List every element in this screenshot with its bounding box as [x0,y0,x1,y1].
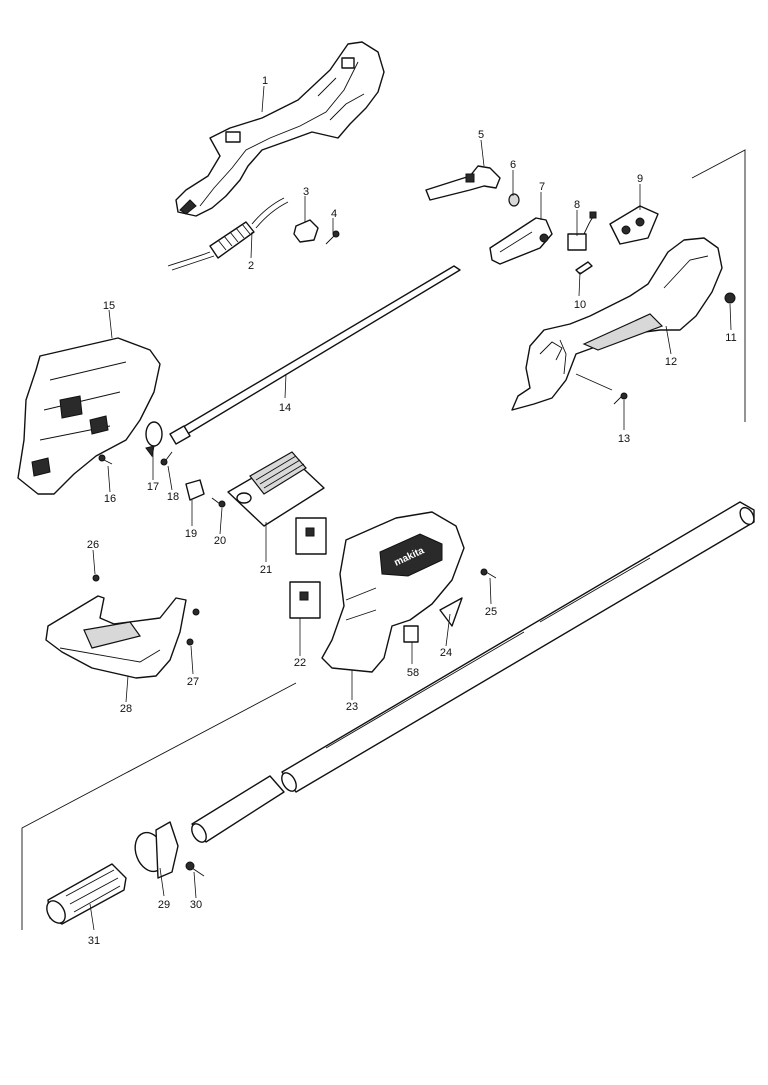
controller-board [227,451,325,527]
callout-label: 4 [331,208,337,220]
switch-lever [489,217,553,265]
button-pad [609,205,659,245]
callout-label: 26 [87,539,99,551]
pole-tube [281,501,755,793]
screw-27 [186,608,200,646]
screw-18 [160,451,173,466]
callout-label: 17 [147,481,159,493]
screw-16 [98,454,113,465]
screw-25 [480,568,497,579]
callout-label: 8 [574,199,580,211]
spring [508,193,520,207]
clamp [134,821,179,879]
callout-label: 20 [214,535,226,547]
callout-label: 28 [120,703,132,715]
callout-label: 1 [262,75,268,87]
callout-label: 5 [478,129,484,141]
callout-label: 10 [574,299,586,311]
drive-shaft [169,265,461,445]
callout-label: 2 [248,260,254,272]
battery-housing: makita [321,511,465,673]
callout-label: 29 [158,899,170,911]
callout-label: 23 [346,701,358,713]
label-plate [439,597,463,627]
callout-label: 13 [618,433,630,445]
callout-label: 6 [510,159,516,171]
pin-10 [575,261,593,275]
callout-label: 27 [187,676,199,688]
callout-label: 31 [88,935,100,947]
power-cord [167,197,289,271]
callout-label: 9 [637,173,643,185]
callout-label: 21 [260,564,272,576]
callout-label: 18 [167,491,179,503]
callout-label: 11 [725,332,736,344]
guard-bracket [45,595,187,679]
screw-26 [92,574,100,582]
screw-20 [211,497,226,508]
micro-switch [567,211,597,251]
callout-label: 24 [440,647,452,659]
bolt-30 [185,861,205,877]
upper-handle-housing [511,237,723,411]
callout-labels: 1 2 3 4 5 6 7 8 9 10 11 12 13 14 15 16 1… [87,75,737,947]
clip-19 [185,479,205,501]
sticker-58 [403,625,419,643]
group-divider-lines [21,149,746,930]
leader-lines [89,85,732,931]
screw-13 [613,392,628,405]
switch-module [289,517,327,619]
callout-label: 22 [294,657,306,669]
callout-label: 30 [190,899,202,911]
callout-label: 15 [103,300,115,312]
callout-label: 19 [185,528,197,540]
short-tube [191,775,285,843]
trigger-lever [425,165,501,201]
callout-label: 25 [485,606,497,618]
callout-label: 14 [279,402,291,414]
screw-4 [325,230,340,245]
handle-housing-left [175,41,385,217]
cord-clip [293,219,319,243]
screw-11 [724,292,736,304]
motor-housing [17,337,161,495]
callout-label: 7 [539,181,545,193]
ring-17 [145,421,163,458]
callout-label: 16 [104,493,116,505]
callout-label: 3 [303,186,309,198]
foam-grip [46,863,127,925]
callout-label: 58 [407,667,419,679]
callout-label: 12 [665,356,677,368]
